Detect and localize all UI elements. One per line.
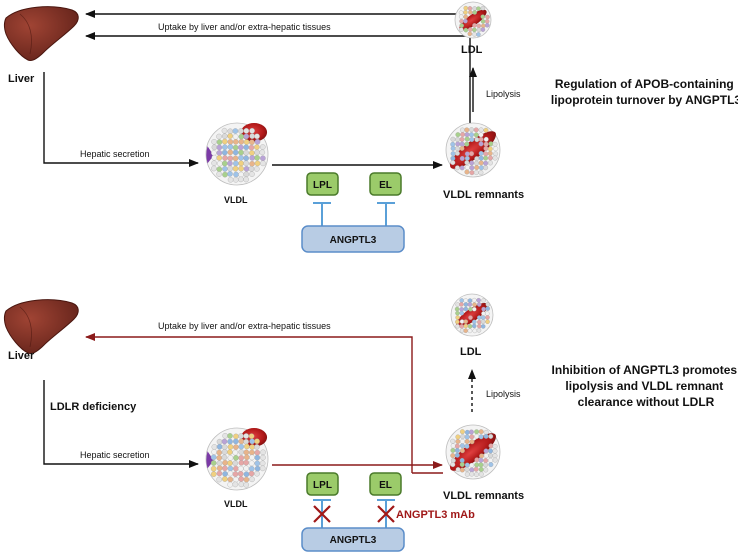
vldl-particle-icon — [205, 427, 269, 491]
inhibit-el-line — [377, 202, 395, 226]
lpl-label: LPL — [313, 480, 332, 491]
angptl3-box: ANGPTL3 — [301, 225, 405, 253]
liver-label: Liver — [8, 350, 35, 362]
angptl3-label: ANGPTL3 — [330, 535, 377, 546]
lpl-label: LPL — [313, 180, 332, 191]
lpl-box: LPL — [306, 472, 339, 496]
remnants-label: VLDL remnants — [443, 490, 524, 502]
block-cross-lpl — [313, 505, 331, 523]
ldl-particle-icon — [450, 293, 494, 337]
panel-inhibition: Liver Uptake by liver and/or extra-hepat… — [4, 293, 738, 552]
remnant-uptake-arrow — [85, 32, 471, 150]
vldl-remnant-particle-icon — [445, 122, 501, 178]
mab-label: ANGPTL3 mAb — [396, 509, 475, 521]
hepatic-secretion-arrow — [43, 72, 199, 167]
uptake-label: Uptake by liver and/or extra-hepatic tis… — [158, 22, 331, 32]
angptl3-box: ANGPTL3 — [301, 527, 405, 552]
liver-label: Liver — [8, 73, 35, 85]
el-label: EL — [379, 180, 392, 191]
secretion-label: Hepatic secretion — [80, 450, 150, 460]
ldl-label: LDL — [461, 44, 483, 56]
lipolysis-label: Lipolysis — [486, 389, 521, 399]
lipolysis-label: Lipolysis — [486, 89, 521, 99]
panel-regulation: Liver Uptake by liver and/or extra-hepat… — [4, 1, 738, 253]
el-box: EL — [369, 172, 402, 196]
ldlr-deficiency-label: LDLR deficiency — [50, 401, 137, 413]
liver-icon — [4, 6, 79, 61]
vldl-particle-icon — [205, 122, 269, 186]
ldl-particle-icon — [454, 1, 492, 39]
el-box: EL — [369, 472, 402, 496]
block-cross-el — [377, 505, 395, 523]
panel-title: Inhibition of ANGPTL3 promotes lipolysis… — [552, 363, 738, 409]
remnants-label: VLDL remnants — [443, 189, 524, 201]
lpl-box: LPL — [306, 172, 339, 196]
hepatic-secretion-arrow — [43, 380, 199, 468]
ldl-label: LDL — [460, 346, 482, 358]
remnant-uptake-arrow-red — [85, 333, 413, 473]
liver-icon — [4, 299, 79, 354]
vldl-label: VLDL — [224, 195, 248, 205]
uptake-label: Uptake by liver and/or extra-hepatic tis… — [158, 321, 331, 331]
el-label: EL — [379, 480, 392, 491]
vldl-remnant-particle-icon — [445, 424, 501, 480]
vldl-label: VLDL — [224, 499, 248, 509]
panel-title: Regulation of APOB-containing lipoprotei… — [551, 77, 738, 107]
secretion-label: Hepatic secretion — [80, 149, 150, 159]
angptl3-label: ANGPTL3 — [330, 235, 377, 246]
inhibit-lpl-line — [313, 202, 331, 226]
